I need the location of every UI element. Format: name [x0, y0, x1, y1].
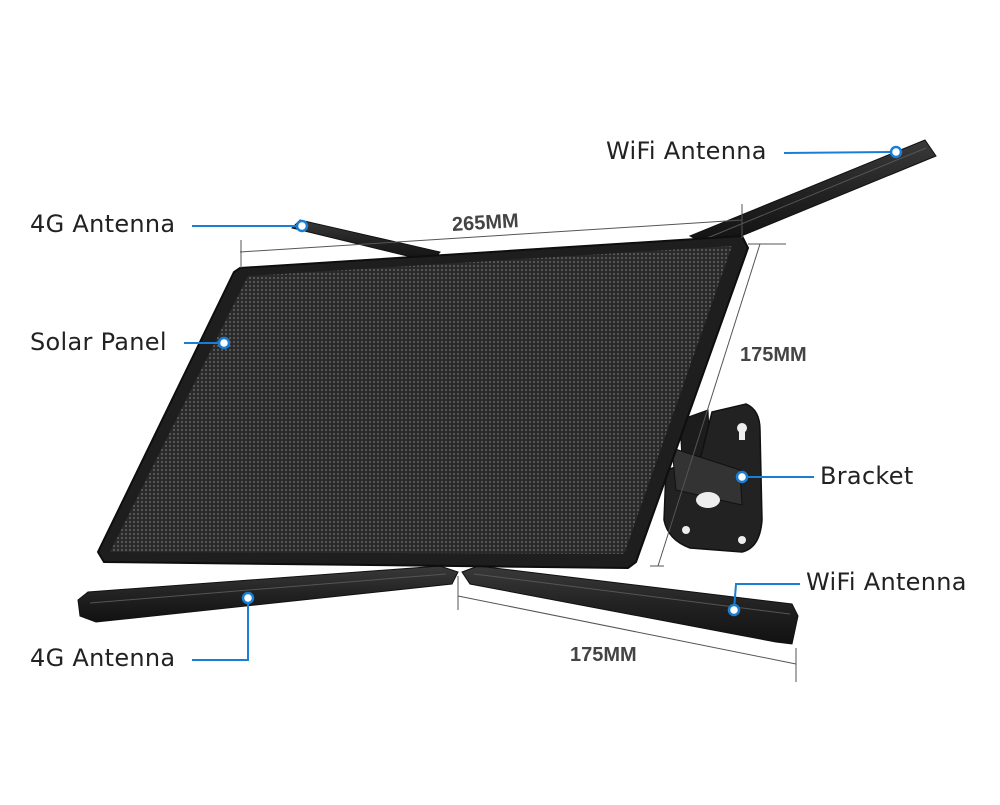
callout-lines: [184, 151, 897, 661]
width-dimension-label: 265MM: [451, 209, 520, 237]
wifi-antenna-top-label: WiFi Antenna: [606, 137, 767, 165]
bracket: [663, 403, 763, 553]
antenna-4g-bottom: [77, 565, 459, 623]
antenna-length-label: 175MM: [570, 644, 637, 666]
dimension-lines: [239, 204, 797, 682]
solar-panel-label: Solar Panel: [30, 328, 167, 356]
antenna-4g-top-label: 4G Antenna: [30, 210, 176, 238]
wifi-antenna-bottom: [461, 565, 799, 645]
bracket-label: Bracket: [820, 462, 914, 490]
height-dimension-label: 175MM: [740, 344, 807, 366]
callout-dots: [217, 145, 903, 617]
solar-panel: [96, 234, 750, 570]
wifi-antenna-bottom-label: WiFi Antenna: [806, 568, 967, 596]
antenna-4g-bottom-label: 4G Antenna: [30, 644, 176, 672]
